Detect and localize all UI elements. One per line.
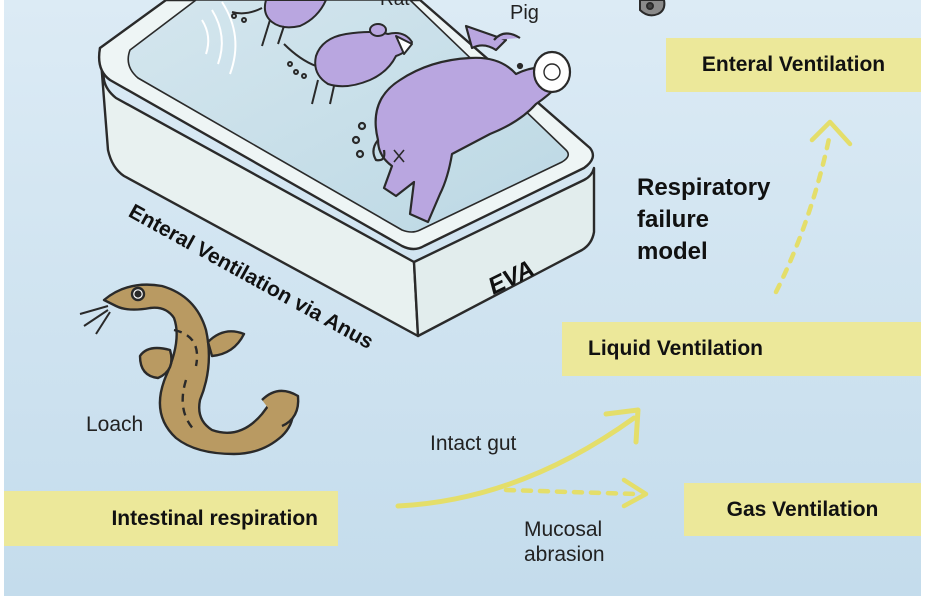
- enteral-ventilation-box: Enteral Ventilation: [666, 38, 921, 92]
- gas-ventilation-box: Gas Ventilation: [684, 483, 921, 536]
- arrowhead-intact-gut: [603, 407, 641, 445]
- intestinal-respiration-box: Intestinal respiration: [4, 491, 338, 546]
- respiratory-heading-line1: Respiratory: [637, 174, 771, 201]
- gas-ventilation-label: Gas Ventilation: [726, 497, 879, 521]
- respiratory-heading-line2: failure: [637, 206, 710, 233]
- arrowhead-mucosal-abrasion: [621, 477, 649, 509]
- rat-label: Rat: [380, 0, 410, 11]
- sound-wave: [221, 1, 237, 75]
- intestinal-respiration-label: Intestinal respiration: [111, 506, 318, 530]
- arrows: [395, 119, 853, 509]
- pig: [351, 24, 572, 224]
- loach: [79, 283, 300, 456]
- sound-wave: [201, 19, 210, 55]
- liquid-ventilation-label: Liquid Ventilation: [588, 337, 763, 360]
- bottom-border: [0, 596, 927, 600]
- pig-label: Pig: [510, 2, 539, 24]
- mucosal-abrasion-label-line2: abrasion: [524, 543, 605, 566]
- arrow-intact-gut: [395, 415, 637, 509]
- sound-wave: [211, 9, 223, 65]
- arrow-respiratory: [773, 131, 833, 295]
- loach-label: Loach: [86, 413, 144, 436]
- arrowhead-respiratory: [809, 119, 853, 147]
- liquid-ventilation-box: Liquid Ventilation: [562, 322, 921, 376]
- arrow-mucosal-abrasion: [503, 487, 639, 497]
- device-icon: [639, 0, 666, 17]
- respiratory-heading-line3: model: [637, 238, 708, 265]
- tub-end-face: [412, 166, 596, 338]
- enteral-ventilation-label: Enteral Ventilation: [701, 53, 886, 76]
- rat-top: [231, 0, 327, 47]
- rat-middle: [283, 23, 413, 105]
- intact-gut-label: Intact gut: [430, 432, 517, 455]
- mucosal-abrasion-label-line1: Mucosal: [524, 518, 603, 541]
